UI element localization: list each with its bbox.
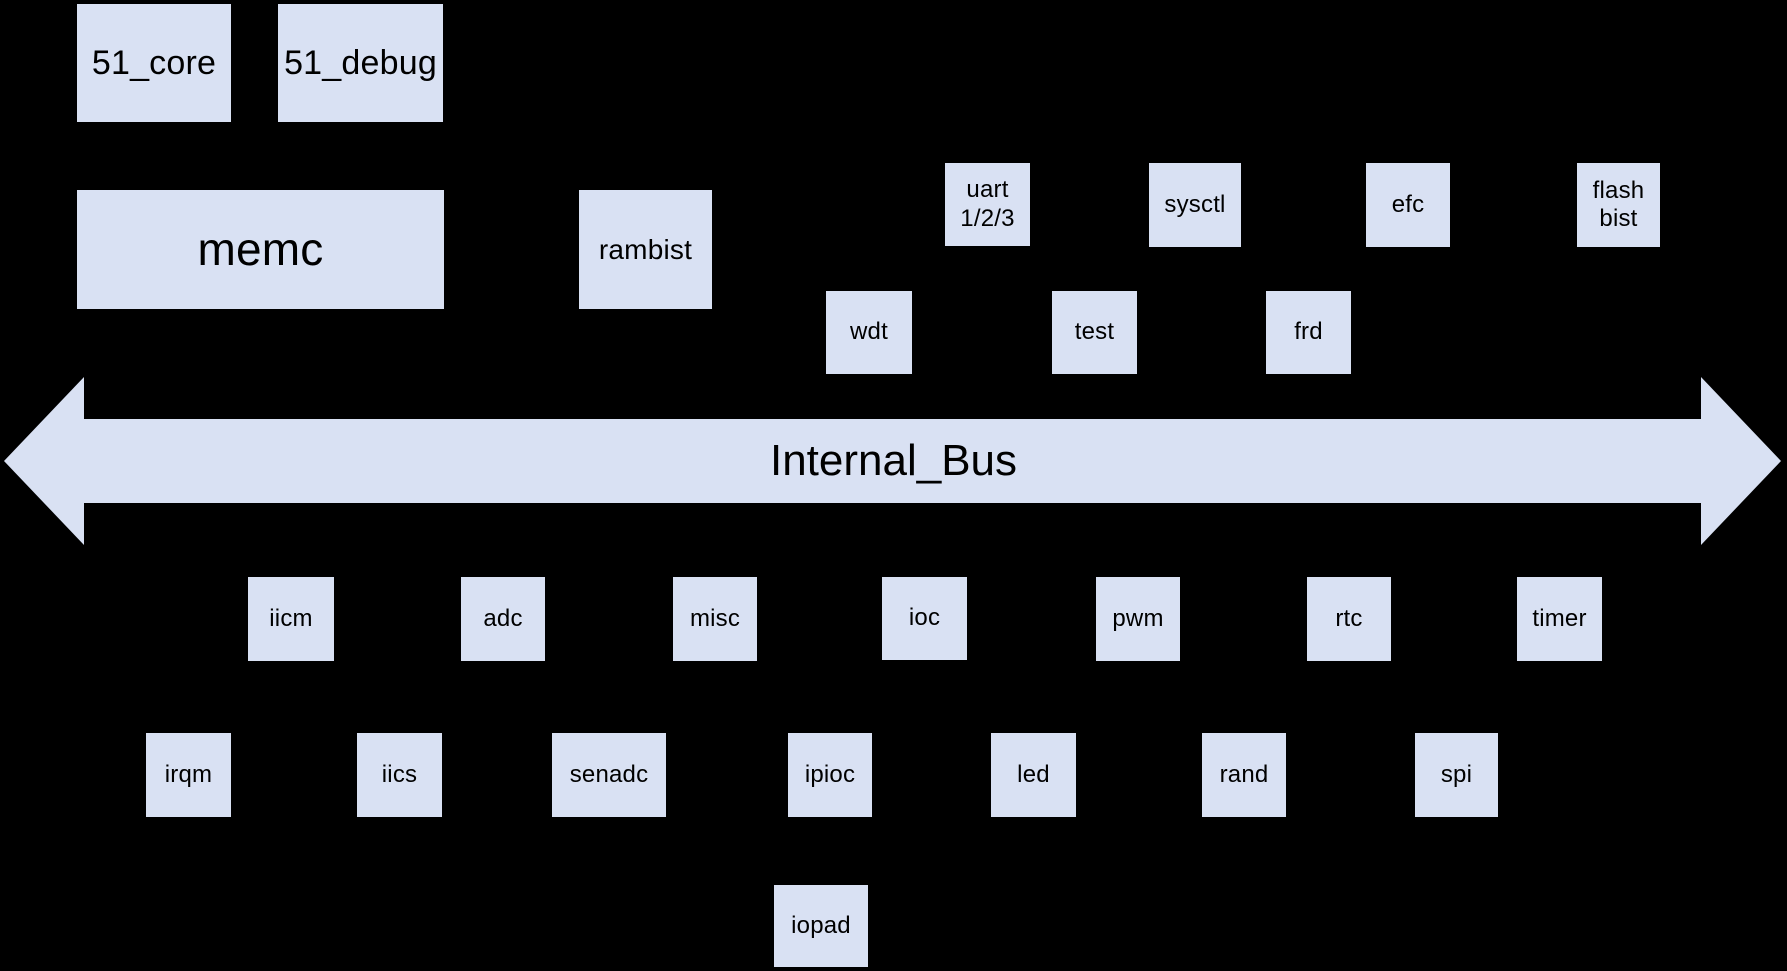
block-rand: rand [1202,733,1286,817]
block-flash-bist: flash bist [1577,163,1660,247]
block-misc: misc [673,577,757,661]
bus-double-arrow-shape [4,377,1781,545]
block-ipioc: ipioc [788,733,872,817]
block-irqm: irqm [146,733,231,817]
block-rambist: rambist [579,190,712,309]
block-timer: timer [1517,577,1602,661]
internal-bus-label: Internal_Bus [769,436,1018,485]
block-iicm: iicm [248,577,334,661]
block-51-core: 51_core [77,4,231,122]
block-efc: efc [1366,163,1450,247]
block-sysctl: sysctl [1149,163,1241,247]
block-frd: frd [1266,291,1351,374]
block-adc: adc [461,577,545,661]
block-rtc: rtc [1307,577,1391,661]
block-pwm: pwm [1096,577,1180,661]
block-memc: memc [77,190,444,309]
block-51-debug: 51_debug [278,4,443,122]
block-senadc: senadc [552,733,666,817]
block-iopad: iopad [774,885,868,967]
block-wdt: wdt [826,291,912,374]
block-ioc: ioc [882,577,967,660]
block-iics: iics [357,733,442,817]
block-led: led [991,733,1076,817]
block-test: test [1052,291,1137,374]
block-uart-1-2-3: uart 1/2/3 [945,163,1030,246]
block-spi: spi [1415,733,1498,817]
